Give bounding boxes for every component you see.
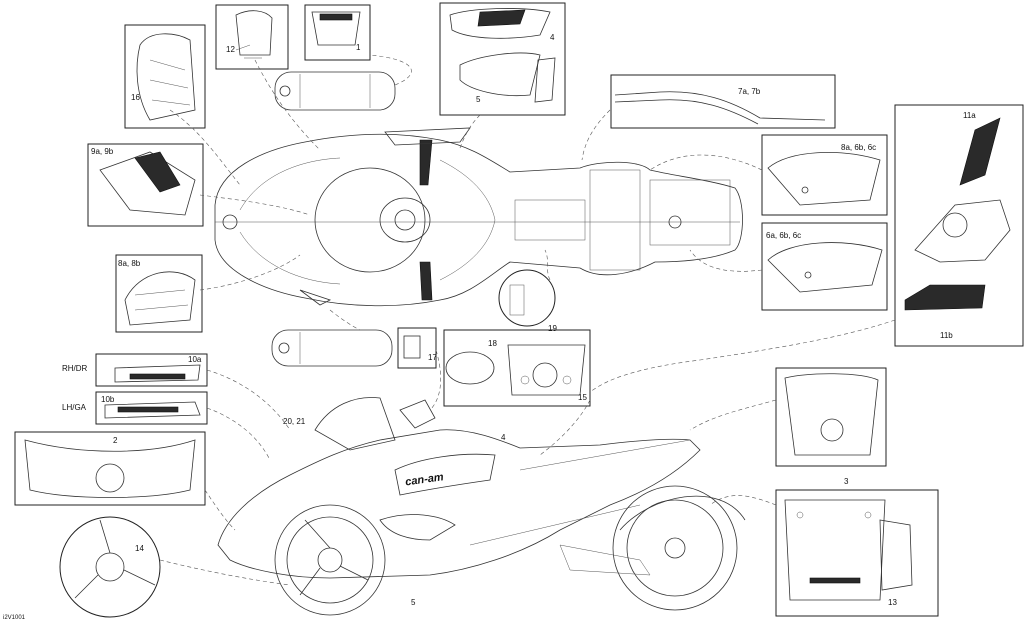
figure-code: i2V1001 [3,615,26,621]
callout-10b: 10b [101,395,115,404]
callout-7: 7a, 7b [738,87,761,96]
detail-box-6: 6a, 6b, 6c [761,222,888,311]
detail-box-18-15: 18 15 [443,329,591,407]
storage-component-top [274,54,412,111]
callout-15: 15 [578,393,587,402]
detail-box-8-right: 8a, 6b, 6c [761,134,888,216]
detail-box-14: 14 [59,516,161,618]
callout-4-top: 4 [550,33,555,42]
callout-18: 18 [488,339,497,348]
label-lh-ga: LH/GA [62,403,87,412]
callout-13: 13 [888,598,897,607]
detail-box-7: 7a, 7b [610,74,836,129]
callout-10a: 10a [188,355,202,364]
callout-6: 6a, 6b, 6c [766,231,801,240]
callout-3: 3 [844,477,849,486]
detail-box-2: 2 [14,431,206,506]
detail-box-17: 17 [397,327,437,369]
callout-9: 9a, 9b [91,147,114,156]
detail-box-1: 1 [304,4,371,61]
callout-8-left: 8a, 8b [118,259,141,268]
vehicle-top-view [214,127,743,307]
storage-component-lower [271,329,393,367]
detail-box-3: 3 [775,367,887,486]
detail-box-9: 9a, 9b [87,143,204,227]
detail-box-12: 12 [215,4,289,70]
callout-19: 19 [548,324,557,333]
detail-box-19: 19 [498,269,557,333]
detail-box-10b: LH/GA 10b [62,391,208,425]
callout-5-side: 5 [411,598,416,607]
detail-box-10a: RH/DR 10a [62,353,208,387]
detail-box-8-left: 8a, 8b [115,254,203,333]
callout-16: 16 [131,93,140,102]
callout-5-top: 5 [476,95,481,104]
vehicle-side-view: can-am [217,397,746,616]
detail-box-16: 16 [124,24,206,129]
label-rh-dr: RH/DR [62,364,88,373]
callout-12: 12 [226,45,235,54]
decal-brand-text: can-am [405,471,445,488]
callout-11b: 11b [940,331,953,340]
callout-4-side: 4 [501,433,506,442]
callout-17: 17 [428,353,437,362]
callout-14: 14 [135,544,144,553]
callout-20-21: 20, 21 [283,417,306,426]
detail-box-13: 13 [775,489,939,617]
callout-1: 1 [356,43,361,52]
callout-8-right: 8a, 6b, 6c [841,143,876,152]
detail-box-4-5: 4 5 [439,2,566,116]
leader-lines [159,59,896,586]
detail-box-11: 11a 11b [894,104,1024,347]
callout-11a: 11a [963,111,976,120]
callout-2: 2 [113,436,118,445]
